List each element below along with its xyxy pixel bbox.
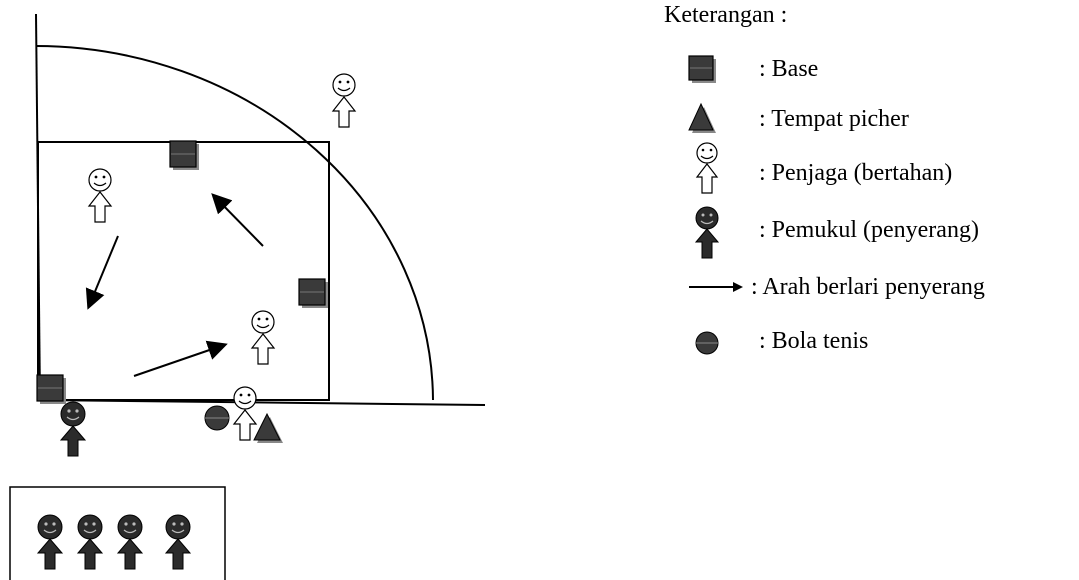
waiting-batter-4 xyxy=(165,514,191,570)
legend-label-pitcher: : Tempat picher xyxy=(759,106,909,132)
run-arrow-3 xyxy=(85,235,119,310)
base-home xyxy=(36,374,67,405)
legend-label-defender: : Penjaga (bertahan) xyxy=(759,160,953,186)
defender-outfield xyxy=(332,73,356,128)
legend-label-arrow: : Arah berlari penyerang xyxy=(751,274,985,300)
waiting-batter-1 xyxy=(37,514,63,570)
waiting-batters-box xyxy=(9,486,226,580)
base-third xyxy=(298,278,329,309)
defender-right xyxy=(251,310,275,365)
outfield-arc xyxy=(35,45,434,401)
batter-icon xyxy=(694,206,720,259)
ball xyxy=(204,405,230,431)
ball-icon xyxy=(695,331,719,355)
run-arrow-2 xyxy=(211,193,264,247)
pitcher-spot xyxy=(253,413,284,444)
run-arrow-1 xyxy=(133,340,228,377)
defender-left xyxy=(88,168,112,223)
legend-label-ball: : Bola tenis xyxy=(759,328,869,354)
pitcher-triangle-icon xyxy=(688,102,716,133)
batter-home xyxy=(60,401,86,457)
legend-label-batter: : Pemukul (penyerang) xyxy=(759,217,979,243)
base-second xyxy=(169,140,200,171)
waiting-batter-3 xyxy=(117,514,143,570)
legend-title: Keterangan : xyxy=(664,2,788,28)
base-icon xyxy=(688,55,716,83)
infield-square xyxy=(37,141,330,401)
defender-pitcher xyxy=(233,386,257,441)
arrow-right-icon xyxy=(689,282,743,292)
legend-label-base: : Base xyxy=(759,56,819,82)
defender-icon xyxy=(695,142,719,194)
waiting-batter-2 xyxy=(77,514,103,570)
